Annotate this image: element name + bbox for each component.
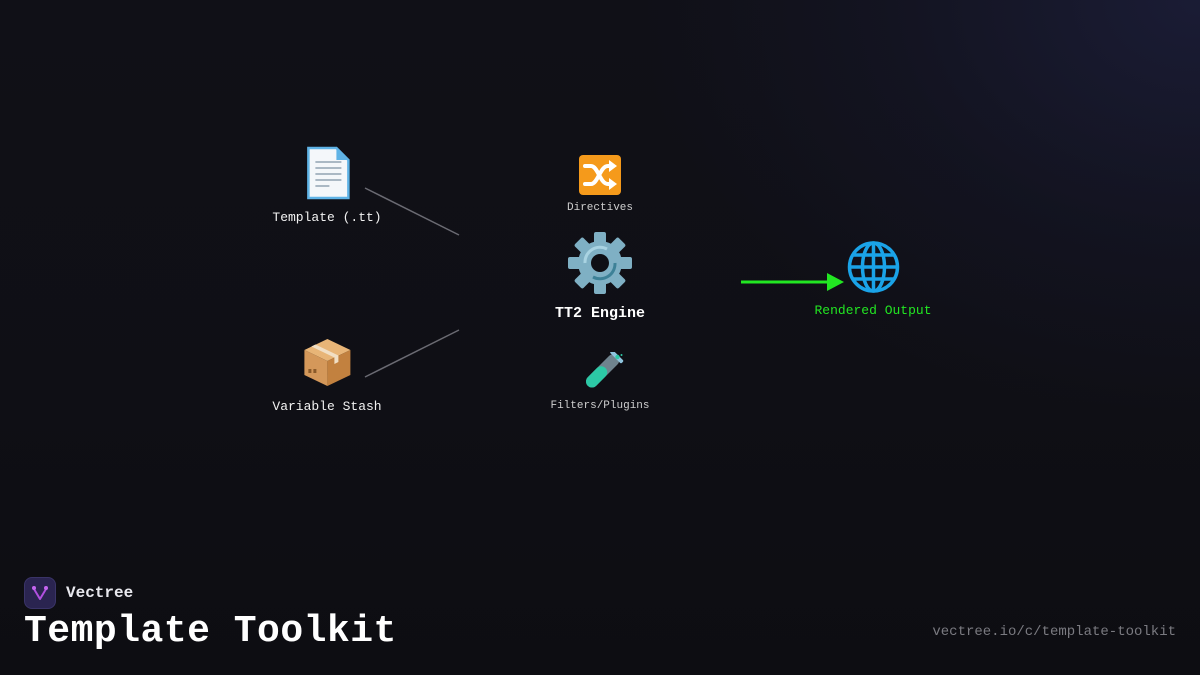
template-label: Template (.tt) bbox=[272, 210, 382, 225]
plugins-node: Filters/Plugins bbox=[550, 352, 650, 412]
stash-label: Variable Stash bbox=[272, 399, 382, 414]
stash-connector bbox=[364, 329, 460, 378]
template-connector bbox=[364, 187, 460, 236]
course-url[interactable]: vectree.io/c/template-toolkit bbox=[932, 624, 1176, 640]
document-icon bbox=[306, 146, 350, 200]
brand: Vectree bbox=[24, 577, 133, 609]
test-tube-icon bbox=[585, 352, 623, 388]
directives-label: Directives bbox=[566, 202, 634, 214]
vectree-logo-icon bbox=[24, 577, 56, 609]
engine-label: TT2 Engine bbox=[554, 305, 646, 322]
shuffle-icon bbox=[578, 155, 621, 195]
engine-node: TT2 Engine bbox=[555, 231, 645, 322]
output-node: Rendered Output bbox=[814, 240, 932, 318]
template-node: Template (.tt) bbox=[272, 146, 382, 225]
output-arrow bbox=[741, 273, 844, 291]
brand-name: Vectree bbox=[66, 584, 134, 602]
package-icon bbox=[304, 339, 350, 386]
output-label: Rendered Output bbox=[814, 303, 932, 318]
plugins-label: Filters/Plugins bbox=[550, 400, 650, 412]
directives-node: Directives bbox=[567, 154, 633, 214]
globe-icon bbox=[847, 241, 899, 293]
stash-node: Variable Stash bbox=[272, 335, 382, 414]
gear-icon bbox=[567, 232, 632, 294]
page-title: Template Toolkit bbox=[24, 610, 397, 653]
